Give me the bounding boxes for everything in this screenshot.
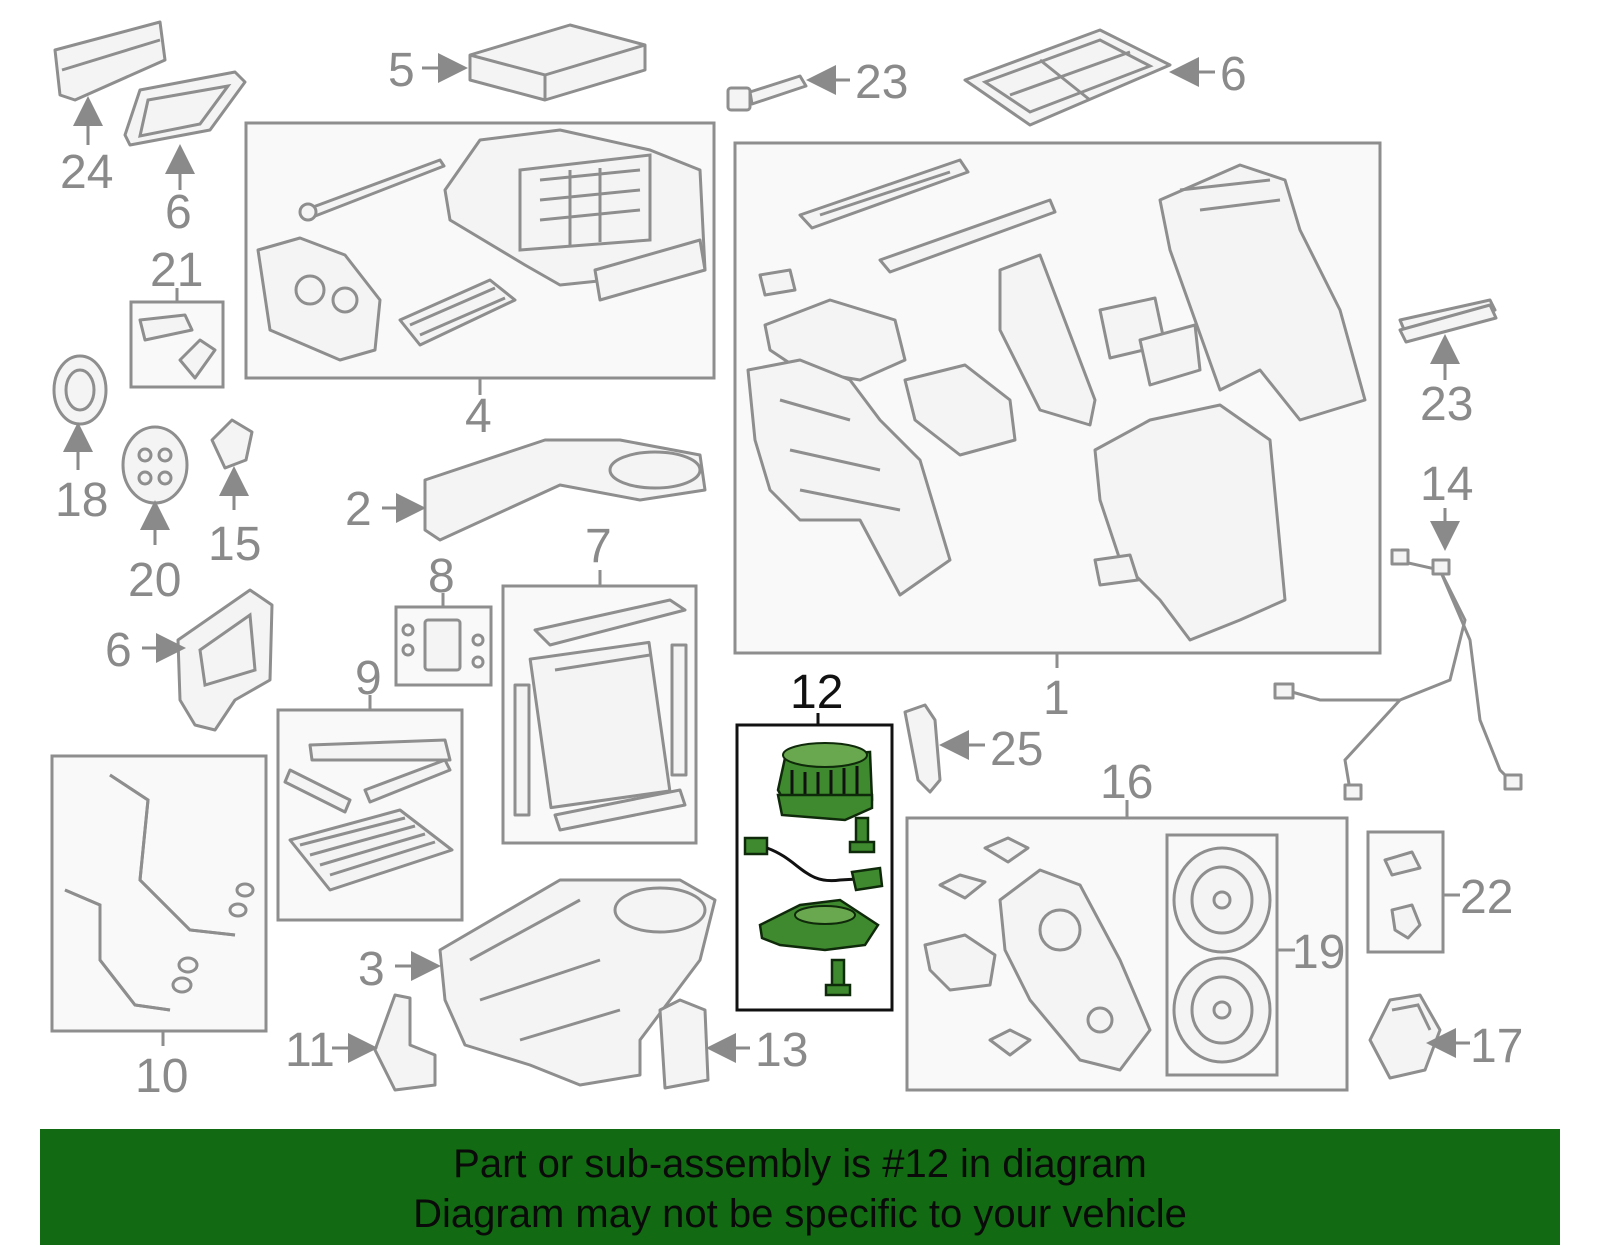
callout-12: 12 — [790, 666, 843, 719]
part-18-gear — [52, 354, 108, 426]
callout-10: 10 — [135, 1050, 188, 1103]
part-20-wheel — [121, 425, 189, 505]
callout-23b: 23 — [1420, 378, 1473, 431]
callout-20: 20 — [128, 554, 181, 607]
callout-1: 1 — [1043, 672, 1070, 725]
callout-11: 11 — [285, 1024, 335, 1077]
callout-19: 19 — [1292, 926, 1345, 979]
callout-4: 4 — [465, 390, 492, 443]
part-7-evaporator — [513, 598, 688, 832]
part-16-components — [923, 836, 1152, 1072]
part-10-tubes — [64, 773, 255, 1012]
part-5-cabin-filter — [468, 23, 647, 102]
part-6-bracket-left — [176, 588, 274, 732]
callout-6a: 6 — [165, 186, 192, 239]
part-1-hvac-case — [746, 158, 1497, 642]
callout-23a: 23 — [855, 56, 908, 109]
callout-17: 17 — [1470, 1020, 1523, 1073]
part-3-lower-housing — [438, 878, 717, 1087]
callout-22: 22 — [1460, 871, 1513, 924]
part-14-wiring-harness — [1273, 548, 1523, 801]
part-17-module — [1368, 993, 1442, 1080]
part-9-heater-core — [283, 738, 454, 892]
part-15-actuator — [210, 418, 254, 470]
callout-3: 3 — [358, 943, 385, 996]
box-10 — [50, 754, 268, 1033]
info-banner: Part or sub-assembly is #12 in diagram D… — [40, 1129, 1560, 1245]
part-11-duct — [373, 993, 437, 1092]
callout-9: 9 — [355, 652, 382, 705]
part-12-blower-motor — [776, 742, 874, 822]
part-19-blower-wheels — [1172, 846, 1272, 1064]
part-2-duct — [423, 438, 707, 542]
part-13-cover — [658, 998, 710, 1090]
callout-18: 18 — [55, 474, 108, 527]
part-4-components — [256, 128, 707, 362]
callout-2: 2 — [345, 483, 372, 536]
part-6-seal-top-left — [123, 70, 247, 147]
part-23-bolt-right — [1398, 303, 1498, 344]
part-12-wire-harness — [743, 836, 884, 892]
part-8-expansion-valve — [401, 618, 485, 672]
part-6-grille-top-right — [963, 28, 1172, 127]
part-23-bolt-top — [726, 74, 808, 112]
part-24-trim — [53, 20, 167, 102]
callout-7: 7 — [585, 520, 612, 573]
callout-5: 5 — [388, 44, 415, 97]
callout-6b: 6 — [105, 624, 132, 677]
part-25-sensor — [903, 703, 942, 794]
callout-21: 21 — [150, 244, 203, 297]
callout-14: 14 — [1420, 458, 1473, 511]
part-21-components — [138, 313, 217, 380]
banner-line-2: Diagram may not be specific to your vehi… — [413, 1192, 1187, 1236]
callout-24: 24 — [60, 146, 113, 199]
part-12-motor-mount — [758, 898, 880, 952]
callout-8: 8 — [428, 550, 455, 603]
callout-16: 16 — [1100, 756, 1153, 809]
part-22-components — [1383, 850, 1422, 940]
part-12-screw-bottom — [824, 958, 852, 997]
callout-25: 25 — [990, 723, 1043, 776]
callout-13: 13 — [755, 1024, 808, 1077]
callout-6c: 6 — [1220, 48, 1247, 101]
callout-15: 15 — [208, 518, 261, 571]
banner-line-1: Part or sub-assembly is #12 in diagram — [453, 1142, 1147, 1186]
part-12-screw-top — [848, 816, 876, 854]
